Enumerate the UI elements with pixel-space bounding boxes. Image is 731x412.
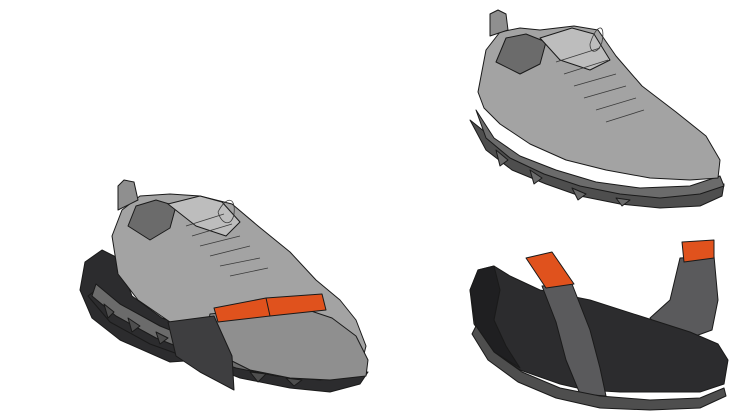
overshoe-alone [470, 240, 728, 410]
shoe-alone [470, 10, 724, 208]
overshoe-cross-orange-tab [526, 252, 574, 288]
assembled-shoe-with-overshoe [80, 180, 368, 392]
overshoe-rear-orange-tab [682, 240, 714, 262]
